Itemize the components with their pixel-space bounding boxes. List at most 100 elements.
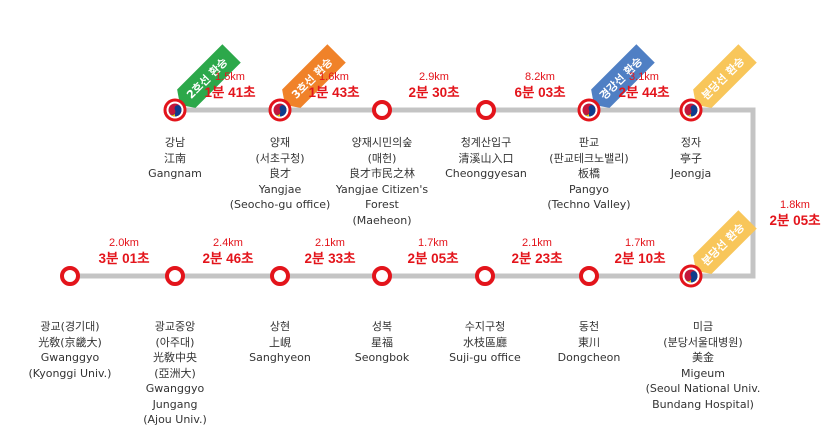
segment-label: 8.2km 6분 03초 (495, 71, 585, 101)
segment-label: 1.7km 2분 05초 (388, 237, 478, 267)
station-label-line: Yangjae (258, 182, 302, 196)
station-label-line: 星福 (371, 335, 393, 349)
transfer-station-marker[interactable] (679, 98, 703, 122)
segment-distance: 2.1km (522, 237, 552, 249)
station-marker[interactable] (60, 266, 80, 286)
segment-label: 2.9km 2분 30초 (389, 71, 479, 101)
arrow-tag-icon (591, 44, 655, 108)
station-marker[interactable] (475, 266, 495, 286)
station-marker[interactable] (579, 266, 599, 286)
segment-distance: 1.6km (319, 71, 349, 83)
segment-distance: 8.2km (525, 71, 555, 83)
station-label-line: 良才 (269, 167, 291, 180)
station-label-line: 청계산입구 (460, 136, 512, 149)
station-label-line: 동천 (578, 320, 600, 333)
segment-distance: 2.0km (109, 237, 139, 249)
station-label-line: Gangnam (148, 167, 202, 180)
segment-label: 1.5km 1분 41초 (185, 71, 275, 101)
station-label-line: Jungang (152, 397, 198, 411)
transfer-station-marker[interactable] (268, 98, 292, 122)
station-label-line: Migeum (681, 366, 725, 380)
station-label-line: 판교 (578, 136, 600, 149)
segment-time: 6분 03초 (514, 85, 566, 100)
station-label-line: Bundang Hospital) (652, 397, 754, 411)
station-label-line: 양재시민의숲 (351, 136, 413, 149)
station-marker[interactable] (270, 266, 290, 286)
track-line (70, 107, 756, 279)
station-gwanggyo[interactable]: 광교(경기대)光敎(京畿大)Gwanggyo(Kyonggi Univ.) (10, 319, 130, 381)
station-label-line: 板橋 (578, 167, 600, 180)
station-ring (475, 266, 495, 286)
transfer-station-marker[interactable] (577, 98, 601, 122)
station-label-line: Forest (365, 198, 399, 211)
taegeuk-icon (684, 103, 698, 117)
station-label-line: (亞洲大) (154, 366, 196, 380)
station-label-line: (Seoul National Univ. (645, 382, 761, 395)
station-label-line: 양재 (269, 136, 291, 149)
taegeuk-icon (684, 269, 698, 283)
station-label-line: Jeongja (670, 167, 712, 180)
segment-distance: 2.4km (213, 237, 243, 249)
station-marker[interactable] (372, 266, 392, 286)
station-label-line: 정자 (680, 136, 702, 149)
segment-label: 2.1km 2분 23초 (492, 237, 582, 267)
station-label-line: Seongbok (354, 351, 410, 364)
taegeuk-icon (168, 103, 182, 117)
station-pangyo[interactable]: 판교 (판교테크노밸리) 板橋 Pangyo (Techno Valley) (529, 135, 649, 213)
segment-label: 3.1km 2분 44초 (599, 71, 689, 101)
segment-label: 1.7km 2분 10초 (595, 237, 685, 267)
transfer-station-marker[interactable] (679, 264, 703, 288)
segment-distance: 1.8km (780, 199, 810, 211)
station-ring (165, 266, 185, 286)
station-label-line: Gwanggyo (145, 382, 205, 395)
segment-distance: 1.7km (418, 237, 448, 249)
station-label-line: 良才市民之林 (349, 167, 415, 180)
segment-distance: 2.1km (315, 237, 345, 249)
segment-label: 1.6km 1분 43초 (289, 71, 379, 101)
station-label-line: (Techno Valley) (547, 198, 631, 211)
station-label-line: 광교중앙 (154, 320, 196, 333)
station-marker[interactable] (165, 266, 185, 286)
station-label-line: 光敎(京畿大) (38, 335, 102, 349)
taegeuk-icon (273, 103, 287, 117)
station-label-line: 上峴 (269, 335, 291, 349)
station-label-line: 광교(경기대) (40, 320, 100, 333)
station-label-line: 江南 (164, 151, 186, 165)
arrow-tag-icon (282, 44, 346, 108)
transfer-station-marker[interactable] (163, 98, 187, 122)
station-label-line: Cheonggyesan (445, 167, 527, 180)
station-marker[interactable] (372, 100, 392, 120)
station-label-line: Gwanggyo (40, 351, 100, 364)
station-label-line: (Seocho-gu office) (229, 198, 331, 211)
arrow-tag-icon (177, 44, 241, 108)
station-marker[interactable] (476, 100, 496, 120)
station-ring (372, 266, 392, 286)
station-label-line: 미금 (692, 320, 714, 333)
station-ring (579, 266, 599, 286)
station-label-line: 수지구청 (464, 320, 506, 333)
station-label-line: (Maeheon) (352, 213, 412, 227)
segment-time: 1분 43초 (308, 85, 360, 100)
segment-time: 2분 46초 (202, 251, 254, 266)
segment-time: 2분 44초 (618, 85, 670, 100)
station-label-line: (판교테크노밸리) (549, 151, 629, 165)
segment-label: 2.4km 2분 46초 (183, 237, 273, 267)
segment-label: 2.1km 2분 33초 (285, 237, 375, 267)
segment-label: 1.8km 2분 05초 (750, 199, 838, 229)
station-label-line: Pangyo (568, 182, 610, 196)
segment-distance: 3.1km (629, 71, 659, 83)
station-label-line: 光敎中央 (153, 351, 197, 364)
segment-time: 2분 33초 (304, 251, 356, 266)
